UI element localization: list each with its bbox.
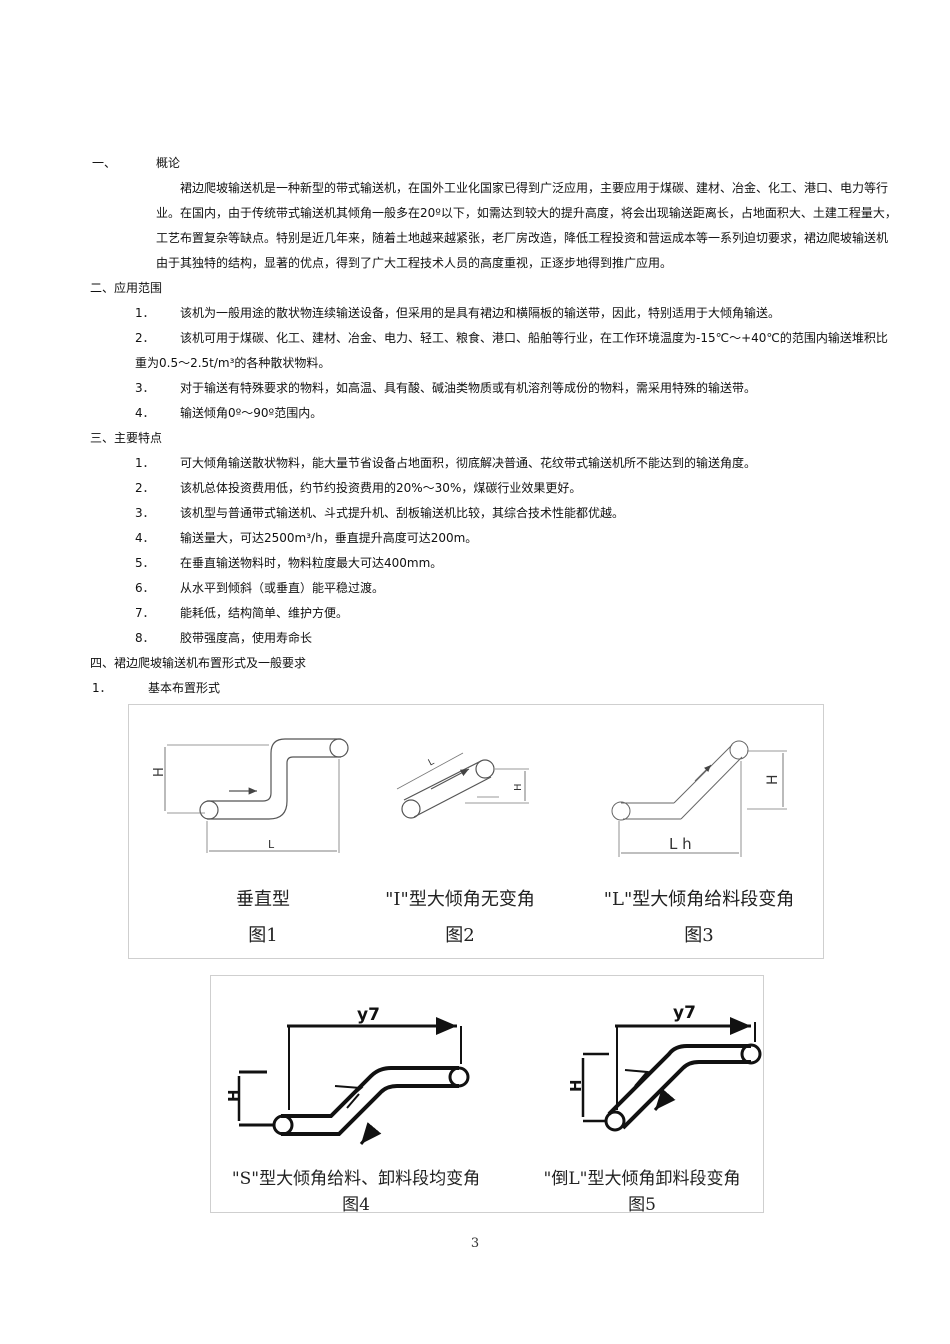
figure-5-l-label: y7 [673, 1003, 696, 1023]
figure-1-l-label: L [268, 838, 275, 851]
section-3-item-3-number: 3． [135, 506, 155, 520]
section-2-item-3: 对于输送有特殊要求的物料，如高温、具有酸、碱油类物质或有机溶剂等成份的物料，需采… [180, 381, 757, 395]
section-3-item-7-number: 7． [135, 606, 155, 620]
figure-2-h-label: H [513, 783, 524, 791]
figure-1-h-label: H [152, 767, 167, 777]
section-3-item-2: 该机总体投资费用低，约节约投资费用的20%～30%，煤碳行业效果更好。 [180, 481, 582, 495]
page-number: 3 [470, 1236, 480, 1251]
section-3-item-3: 该机型与普通带式输送机、斗式提升机、刮板输送机比较，其综合技术性能都优越。 [180, 506, 625, 520]
section-1-line-2: 业。在国内，由于传统带式输送机其倾角一般多在20º以下，如需达到较大的提升高度，… [156, 206, 897, 220]
section-3-item-1-number: 1． [135, 456, 155, 470]
figure-1-diagram [164, 738, 349, 853]
figure-2-diagram [396, 752, 529, 819]
section-3-title: 三、主要特点 [90, 431, 163, 445]
figure-2-label: 图2 [445, 925, 475, 946]
section-2-item-4: 输送倾角0º～90º范围内。 [180, 406, 323, 420]
section-2-item-2-number: 2． [135, 331, 155, 345]
figure-5-label: 图5 [628, 1195, 656, 1215]
figure-4-l-label: y7 [357, 1005, 380, 1025]
section-3-item-5-number: 5． [135, 556, 155, 570]
section-3-item-6: 从水平到倾斜（或垂直）能平稳过渡。 [180, 581, 385, 595]
figure-4-label: 图4 [342, 1195, 370, 1215]
figure-panel-bottom-drawing: y7 H y7 H [225, 1003, 762, 1145]
figure-4-caption: "S"型大倾角给料、卸料段均变角 [231, 1169, 481, 1189]
section-3-item-4-number: 4． [135, 531, 155, 545]
section-1-number: 一、 [92, 156, 117, 170]
section-2-title: 二、应用范围 [90, 281, 163, 295]
section-2-item-3-number: 3． [135, 381, 155, 395]
figure-5-h-label: H [567, 1079, 585, 1092]
figure-panel-top-drawing: H L H L [152, 738, 787, 857]
section-2-item-1: 该机为一般用途的散状物连续输送设备，但采用的是具有裙边和横隔板的输送带，因此，特… [180, 306, 781, 320]
section-2-item-2: 该机可用于煤碳、化工、建材、冶金、电力、轻工、粮食、港口、船舶等行业，在工作环境… [180, 331, 888, 345]
section-3-item-7: 能耗低，结构简单、维护方便。 [180, 606, 349, 620]
section-2-item-4-number: 4． [135, 406, 155, 420]
section-3-item-6-number: 6． [135, 581, 155, 595]
figure-4-diagram [237, 1017, 470, 1145]
section-2-item-1-number: 1． [135, 306, 155, 320]
section-3-item-5: 在垂直输送物料时，物料粒度最大可达400mm。 [180, 556, 443, 570]
figure-3-caption: "L"型大倾角给料段变角 [603, 889, 795, 910]
figure-panel-bottom: y7 H y7 H "S"型大倾角给料、卸料段均变角 图4 "倒L"型大倾角卸料… [210, 975, 764, 1215]
section-1-line-1: 裙边爬坡输送机是一种新型的带式输送机，在国外工业化国家已得到广泛应用，主要应用于… [180, 181, 889, 195]
section-3-item-8-number: 8． [135, 631, 155, 645]
figure-3-l-label: L h [669, 835, 692, 853]
section-4-title: 四、裙边爬坡输送机布置形式及一般要求 [90, 656, 307, 670]
section-3-item-8: 胶带强度高，使用寿命长 [180, 631, 313, 645]
section-3-item-2-number: 2． [135, 481, 155, 495]
figure-5-diagram [581, 1017, 762, 1132]
section-1-line-3: 工艺布置复杂等缺点。特别是近几年来，随着土地越来越紧张，老厂房改造，降低工程投资… [156, 231, 889, 245]
section-3-item-4: 输送量大，可达2500m³/h，垂直提升高度可达200m。 [180, 531, 478, 545]
figure-3-label: 图3 [684, 925, 714, 946]
section-4-sub-number: 1． [92, 681, 112, 695]
figure-5-caption: "倒L"型大倾角卸料段变角 [543, 1169, 741, 1189]
section-3-item-1: 可大倾角输送散状物料，能大量节省设备占地面积，彻底解决普通、花纹带式输送机所不能… [180, 456, 757, 470]
section-2-item-2-cont: 重为0.5～2.5t/m³的各种散状物料。 [135, 356, 331, 370]
figure-panel-top: H L H L [128, 704, 824, 959]
section-1-line-4: 由于其独特的结构，显著的优点，得到了广大工程技术人员的高度重视，正逐步地得到推广… [156, 256, 673, 270]
section-4-sub-title: 基本布置形式 [148, 681, 221, 695]
figure-1-label: 图1 [248, 925, 278, 946]
section-1-title: 概论 [156, 156, 181, 170]
figure-3-h-label: H [765, 774, 781, 785]
figure-2-l-label: L [427, 757, 436, 768]
figure-3-diagram [611, 740, 787, 857]
figure-1-caption: 垂直型 [236, 889, 290, 910]
figure-2-caption: "I"型大倾角无变角 [385, 889, 535, 910]
figure-4-h-label: H [225, 1089, 243, 1102]
